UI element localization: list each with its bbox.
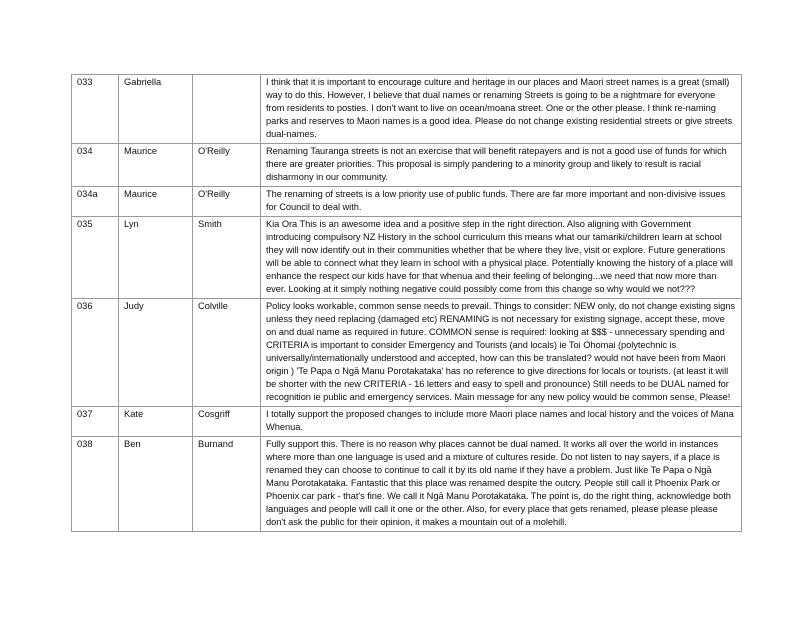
- first-name: Ben: [118, 436, 193, 532]
- submission-id: 034a: [71, 186, 119, 217]
- submission-id: 037: [71, 406, 119, 437]
- first-name: Gabriella: [118, 74, 193, 144]
- last-name: Smith: [192, 216, 261, 299]
- submission-comment: Policy looks workable, common sense need…: [260, 298, 742, 407]
- last-name: Cosgriff: [192, 406, 261, 437]
- submission-comment: Kia Ora This is an awesome idea and a po…: [260, 216, 742, 299]
- table-row: 034a Maurice O'Reilly The renaming of st…: [71, 186, 742, 217]
- submission-id: 033: [71, 74, 119, 144]
- submission-id: 034: [71, 143, 119, 187]
- submission-comment: I totally support the proposed changes t…: [260, 406, 742, 437]
- last-name: Burnand: [192, 436, 261, 532]
- table-row: 034 Maurice O'Reilly Renaming Tauranga s…: [71, 143, 742, 187]
- submission-comment: The renaming of streets is a low priorit…: [260, 186, 742, 217]
- submission-id: 038: [71, 436, 119, 532]
- submission-comment: Fully support this. There is no reason w…: [260, 436, 742, 532]
- last-name: O'Reilly: [192, 143, 261, 187]
- last-name: [192, 74, 261, 144]
- first-name: Judy: [118, 298, 193, 407]
- submission-comment: I think that it is important to encourag…: [260, 74, 742, 144]
- table-row: 038 Ben Burnand Fully support this. Ther…: [71, 436, 742, 532]
- first-name: Maurice: [118, 143, 193, 187]
- first-name: Maurice: [118, 186, 193, 217]
- table-row: 033 Gabriella I think that it is importa…: [71, 74, 742, 144]
- first-name: Kate: [118, 406, 193, 437]
- submission-id: 036: [71, 298, 119, 407]
- submission-id: 035: [71, 216, 119, 299]
- last-name: Colville: [192, 298, 261, 407]
- table-row: 037 Kate Cosgriff I totally support the …: [71, 406, 742, 437]
- table-row: 035 Lyn Smith Kia Ora This is an awesome…: [71, 216, 742, 299]
- first-name: Lyn: [118, 216, 193, 299]
- table-row: 036 Judy Colville Policy looks workable,…: [71, 298, 742, 407]
- submission-comment: Renaming Tauranga streets is not an exer…: [260, 143, 742, 187]
- submissions-table: 033 Gabriella I think that it is importa…: [71, 74, 742, 532]
- last-name: O'Reilly: [192, 186, 261, 217]
